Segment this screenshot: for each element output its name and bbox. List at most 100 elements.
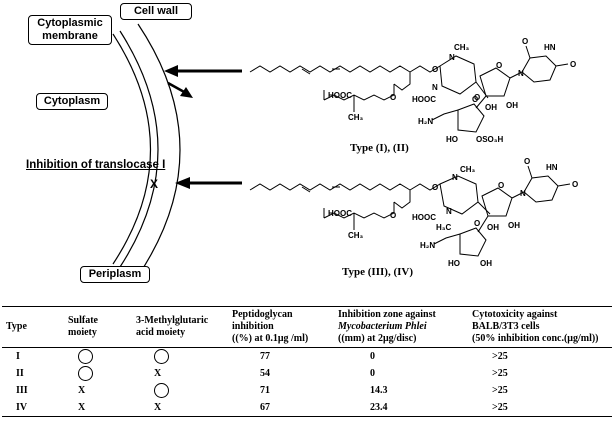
sugar-link-1 — [475, 95, 487, 109]
compound-structure-2: N CH₃ N H₃C O HOOC O OH OH HN O O N HOOC… — [249, 157, 578, 268]
atom-ch3-glutaric-1: CH₃ — [348, 113, 364, 122]
cytoplasmic-membrane-label-line2: membrane — [42, 30, 98, 42]
header-cytotoxicity-line2: BALB/3T3 cells — [472, 321, 540, 332]
fatty-chain-1 — [249, 65, 411, 73]
header-methylglutaric-line1: 3-Methylglutaric — [136, 315, 209, 326]
atom-o-carbonyl-ring-1: O — [474, 93, 480, 102]
header-zone-line1: Inhibition zone against — [338, 309, 436, 320]
cell-peptidoglycan-value: 67 — [260, 402, 270, 413]
atom-o-aminoribose-1: O — [472, 95, 478, 104]
cell-methylglutaric-value: X — [154, 402, 162, 413]
cell-zone: 23.4 — [334, 399, 468, 417]
cell-type: II — [2, 365, 64, 382]
atom-ch3-1: CH₃ — [454, 43, 470, 52]
cell-peptidoglycan: 67 — [228, 399, 334, 417]
header-peptidoglycan: Peptidoglycan inhibition ((%) at 0.1μg /… — [228, 306, 334, 348]
membrane-diagram — [112, 23, 242, 277]
cytoplasm-label: Cytoplasm — [36, 93, 108, 110]
uracil-ring-2 — [523, 175, 559, 203]
atom-n-ring-bottom-1: N — [432, 83, 438, 92]
cell-peptidoglycan: 77 — [228, 348, 334, 366]
cell-sulfate — [64, 365, 132, 382]
cell-type: I — [2, 348, 64, 366]
inhibition-label: Inhibition of translocase I — [26, 159, 166, 171]
glutaric-chain-2 — [323, 202, 395, 219]
header-sulfate-line2: moiety — [68, 327, 97, 338]
fatty-chain-2 — [249, 183, 411, 191]
cell-cytotoxicity-value: >25 — [492, 368, 508, 379]
atom-o-ribose-1: O — [496, 61, 502, 70]
header-sulfate-line1: Sulfate — [68, 315, 98, 326]
cell-sulfate-value: X — [78, 385, 86, 396]
atom-ho-aminoribose-1: HO — [446, 135, 458, 144]
atom-h3c-2: H₃C — [436, 223, 451, 232]
cell-type-value: I — [16, 351, 20, 362]
header-peptidoglycan-line3: ((%) at 0.1μg /ml) — [232, 333, 309, 344]
cytoplasmic-membrane-label: Cytoplasmic membrane — [28, 15, 112, 45]
cell-zone: 14.3 — [334, 382, 468, 399]
aminoribose-ring-1 — [457, 103, 485, 133]
presence-circle-icon — [78, 366, 93, 382]
table-header-row: Type Sulfate moiety 3-Methylglutaric aci… — [2, 306, 612, 348]
cell-type-value: III — [16, 385, 28, 396]
atom-n-uracil-2: N — [520, 189, 526, 198]
uracil-carbonyl-1a — [525, 45, 531, 59]
glutaric-chain-1 — [323, 84, 395, 101]
aminoribose-ring-2 — [459, 227, 487, 257]
cell-cytotoxicity: >25 — [468, 348, 612, 366]
cell-methylglutaric-value: X — [154, 368, 162, 379]
cell-zone-value: 23.4 — [370, 402, 388, 413]
header-peptidoglycan-line2: inhibition — [232, 321, 274, 332]
atom-o-uracil-a-1: O — [522, 37, 528, 46]
header-cytotoxicity-line1: Cytotoxicity against — [472, 309, 558, 320]
atom-o-aminoribose-2: O — [474, 219, 480, 228]
ribose-to-uracil-1 — [509, 71, 523, 79]
atom-o-glutaric-2: O — [390, 211, 396, 220]
header-cytotoxicity-line3: (50% inhibition conc.(μg/ml)) — [472, 333, 599, 344]
atom-n-ring-bottom-2: N — [446, 207, 452, 216]
atom-o-glutaric-1: O — [390, 93, 396, 102]
atom-n-uracil-1: N — [518, 69, 524, 78]
ring-to-sugar-link-2 — [477, 201, 491, 215]
header-methylglutaric-line2: acid moiety — [136, 327, 186, 338]
atom-h2n-1: H₂N — [418, 117, 433, 126]
link-to-ring-2 — [409, 183, 441, 191]
uracil-carbonyl-2b — [557, 183, 571, 187]
uracil-ring-1 — [521, 55, 557, 83]
atom-hooc-glutaric-2: HOOC — [328, 209, 352, 218]
cytoplasmic-membrane-label-line1: Cytoplasmic — [37, 17, 103, 29]
cell-cytotoxicity: >25 — [468, 365, 612, 382]
cell-peptidoglycan-value: 54 — [260, 368, 270, 379]
cell-cytotoxicity: >25 — [468, 399, 612, 417]
header-methylglutaric: 3-Methylglutaric acid moiety — [132, 306, 228, 348]
atom-o-uracil-a-2: O — [524, 157, 530, 166]
atom-hooc-glutaric-1: HOOC — [328, 91, 352, 100]
arrow-head-1 — [164, 65, 178, 77]
cell-sulfate-value: X — [78, 402, 86, 413]
ribose-to-uracil-2 — [511, 191, 525, 199]
header-type: Type — [2, 306, 64, 348]
arrow-head-2 — [175, 177, 190, 189]
atom-o-ester-2: O — [432, 183, 438, 192]
aminomethyl-1 — [431, 109, 459, 121]
cell-zone: 0 — [334, 348, 468, 366]
results-table: Type Sulfate moiety 3-Methylglutaric aci… — [2, 306, 612, 417]
presence-circle-icon — [78, 349, 93, 365]
cell-methylglutaric: X — [132, 365, 228, 382]
cell-wall-label: Cell wall — [120, 3, 192, 20]
cell-methylglutaric — [132, 382, 228, 399]
atom-o-ribose-2: O — [498, 181, 504, 190]
cytoplasmic-membrane-inner-arc — [112, 33, 151, 265]
atom-ho-aminoribose-2: HO — [448, 259, 460, 268]
cell-type: IV — [2, 399, 64, 417]
atom-n-ring-top-1: N — [449, 53, 455, 62]
double-bond-1a — [301, 68, 311, 75]
cell-methylglutaric: X — [132, 399, 228, 417]
diazepanone-ring-1 — [439, 55, 477, 95]
periplasm-label: Periplasm — [80, 266, 150, 283]
table-row: IV X X 67 23.4 >25 — [2, 399, 612, 417]
cell-zone-value: 14.3 — [370, 385, 388, 396]
